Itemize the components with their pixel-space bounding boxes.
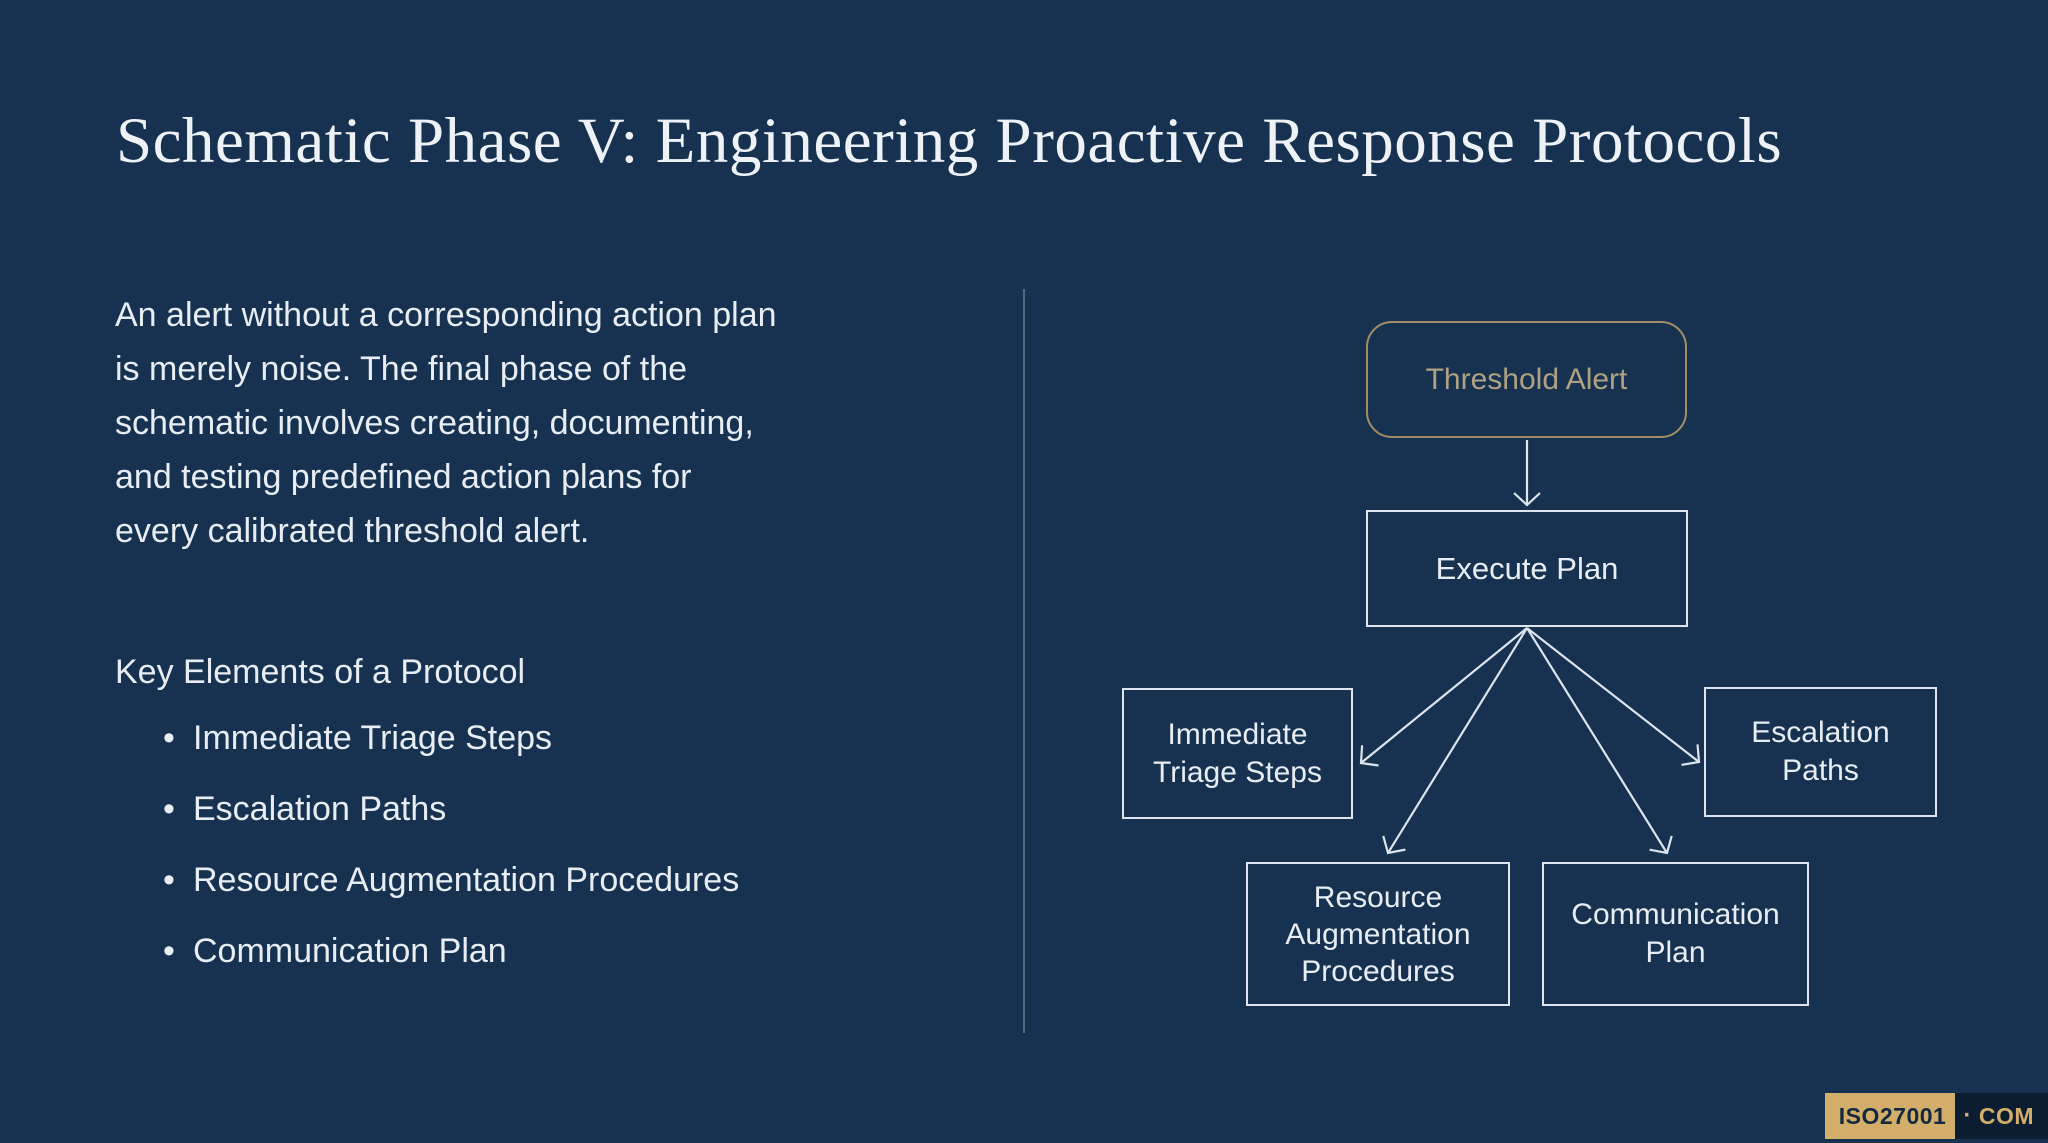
flow-node-escalation-paths: Escalation Paths — [1704, 687, 1937, 817]
list-item-label: Immediate Triage Steps — [193, 719, 553, 757]
paragraph-line: is merely noise. The final phase of the — [115, 350, 688, 388]
arrow-execute-to-escalation — [1526, 627, 1701, 766]
flow-node-label: Threshold Alert — [1425, 362, 1628, 396]
watermark-secondary-wrap: · COM — [1955, 1093, 2048, 1139]
bullet-icon: • — [163, 861, 175, 899]
list-item-label: Resource Augmentation Procedures — [193, 861, 740, 899]
flow-node-immediate-triage-steps: Immediate Triage Steps — [1122, 688, 1353, 819]
paragraph-line: every calibrated threshold alert. — [115, 512, 590, 550]
paragraph-line: schematic involves creating, documenting… — [115, 404, 754, 442]
flow-node-communication-plan: Communication Plan — [1542, 862, 1809, 1006]
vertical-divider — [1023, 289, 1025, 1033]
list-item: • Communication Plan — [115, 929, 739, 973]
list-heading: Key Elements of a Protocol — [115, 653, 526, 691]
flow-node-label: Execute Plan — [1435, 550, 1619, 586]
flow-node-label: Resource Augmentation Procedures — [1285, 880, 1471, 988]
bullet-icon: • — [163, 932, 175, 970]
list-item: • Immediate Triage Steps — [115, 716, 739, 760]
list-item-label: Escalation Paths — [193, 790, 447, 828]
watermark-primary-label: ISO27001 — [1824, 1093, 1956, 1139]
arrow-execute-to-communication — [1526, 627, 1673, 855]
watermark-separator-dot: · — [1963, 1102, 1972, 1129]
list-item: • Resource Augmentation Procedures — [115, 858, 739, 902]
bullet-icon: • — [163, 719, 175, 757]
arrow-execute-to-triage — [1359, 627, 1528, 767]
list-item: • Escalation Paths — [115, 787, 739, 831]
paragraph-line: and testing predefined action plans for — [115, 458, 692, 496]
slide-title: Schematic Phase V: Engineering Proactive… — [116, 105, 1783, 177]
intro-paragraph: An alert without a corresponding action … — [115, 288, 975, 558]
paragraph-line: An alert without a corresponding action … — [115, 296, 777, 334]
bullet-icon: • — [163, 790, 175, 828]
iso27001-watermark-badge: ISO27001 · COM — [1824, 1093, 2048, 1139]
flow-node-threshold-alert: Threshold Alert — [1366, 321, 1687, 438]
flow-node-label: Escalation Paths — [1751, 716, 1890, 787]
list-item-label: Communication Plan — [193, 932, 507, 970]
key-elements-list: • Immediate Triage Steps • Escalation Pa… — [115, 716, 739, 1000]
flow-node-label: Communication Plan — [1571, 898, 1780, 969]
arrow-execute-to-resource — [1382, 627, 1528, 855]
flow-node-execute-plan: Execute Plan — [1366, 510, 1688, 627]
flow-node-label: Immediate Triage Steps — [1153, 717, 1322, 789]
flow-node-resource-augmentation-procedures: Resource Augmentation Procedures — [1246, 862, 1510, 1006]
watermark-secondary-label: COM — [1978, 1102, 2034, 1129]
